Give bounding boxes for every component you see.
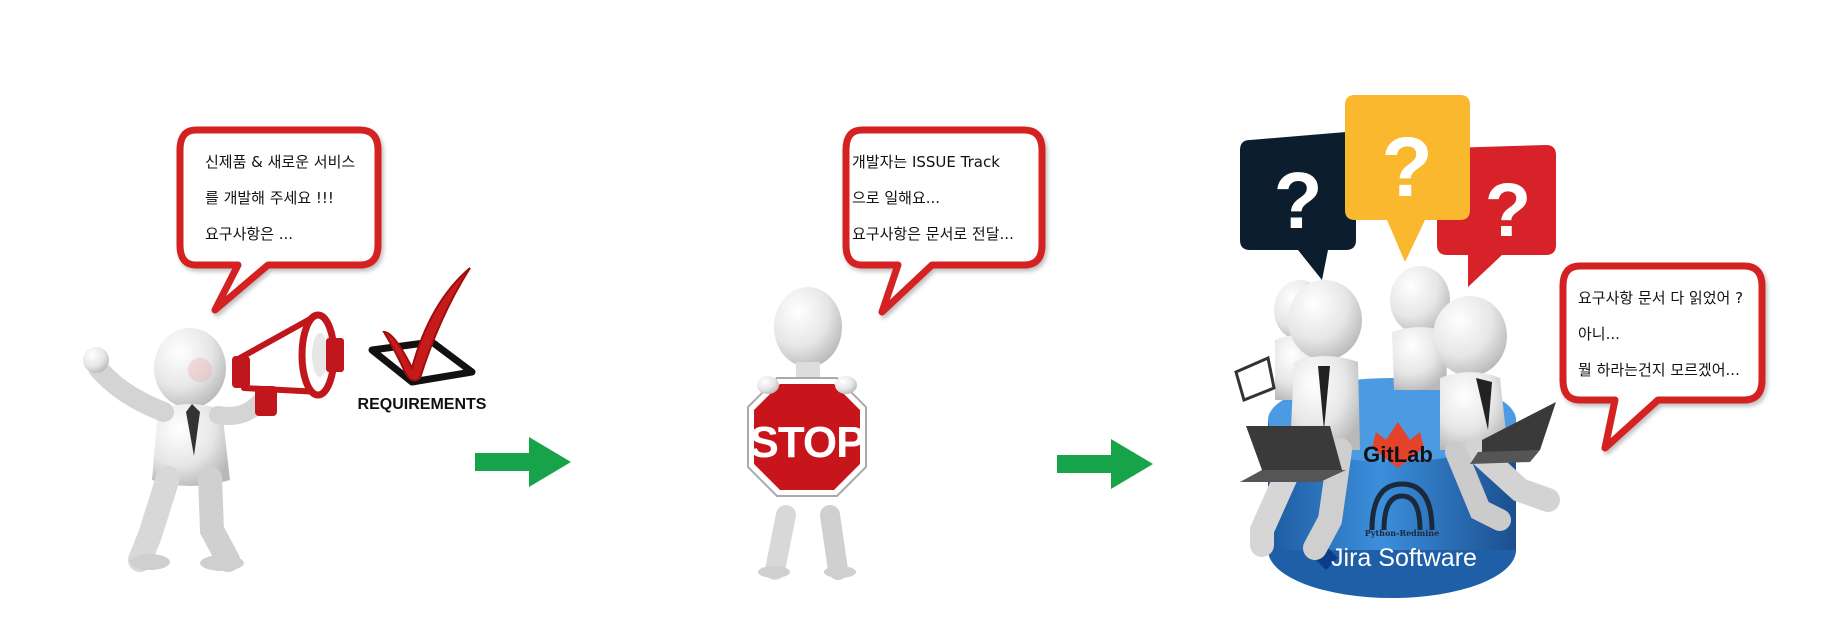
question-bubble-navy: ? — [1240, 132, 1356, 280]
redmine-label: Python-Redmine — [1365, 528, 1439, 538]
gitlab-label: GitLab — [1363, 442, 1433, 467]
stop-sign-icon: STOP — [747, 376, 867, 497]
arrow-right-icon — [1057, 439, 1153, 489]
jira-label: Jira Software — [1331, 544, 1477, 572]
bubble-line: 아니... — [1578, 325, 1620, 343]
question-mark-icon: ? — [1274, 156, 1323, 245]
presenter-figure — [83, 328, 271, 572]
speech-bubble — [842, 126, 1046, 316]
question-mark-icon: ? — [1485, 168, 1531, 253]
bubble-line: 신제품 & 새로운 서비스 — [205, 153, 356, 171]
requester-scene: REQUIREMENTS — [83, 126, 487, 572]
bubble-line: 개발자는 ISSUE Track — [852, 153, 1000, 171]
bubble-line: 를 개발해 주세요 !!! — [205, 189, 334, 207]
developer-bubble-text: 개발자는 ISSUE Track 으로 일해요... 요구사항은 문서로 전달.… — [852, 144, 1014, 252]
speech-bubble — [1559, 262, 1766, 452]
bubble-line: 요구사항 문서 다 읽었어 ? — [1578, 289, 1744, 307]
stop-label: STOP — [749, 418, 864, 467]
bubble-line: 으로 일해요... — [852, 189, 941, 207]
redmine-icon — [1369, 481, 1435, 531]
requirements-label: REQUIREMENTS — [358, 396, 487, 413]
speech-bubble — [176, 126, 382, 314]
bubble-line: 요구사항은 ... — [205, 225, 294, 243]
arrow-right-icon — [475, 437, 571, 487]
sign-holder-figure — [758, 287, 856, 580]
gitlab-icon — [1372, 422, 1424, 468]
bubble-line: 뭘 하라는건지 모르겠어... — [1578, 361, 1740, 379]
team-bubble-text: 요구사항 문서 다 읽었어 ? 아니... 뭘 하라는건지 모르겠어... — [1578, 280, 1743, 388]
question-mark-icon: ? — [1381, 120, 1432, 214]
megaphone-icon — [232, 311, 344, 416]
checkmark-icon — [368, 267, 476, 386]
team-figures — [1234, 266, 1560, 560]
requester-bubble-text: 신제품 & 새로운 서비스 를 개발해 주세요 !!! 요구사항은 ... — [205, 144, 355, 252]
developer-scene: STOP — [747, 126, 1046, 580]
bubble-line: 요구사항은 문서로 전달... — [852, 225, 1014, 243]
question-bubble-yellow: ? — [1345, 95, 1470, 262]
team-scene: ? ? ? GitLab Python-Redmine Jira So — [1234, 95, 1766, 598]
